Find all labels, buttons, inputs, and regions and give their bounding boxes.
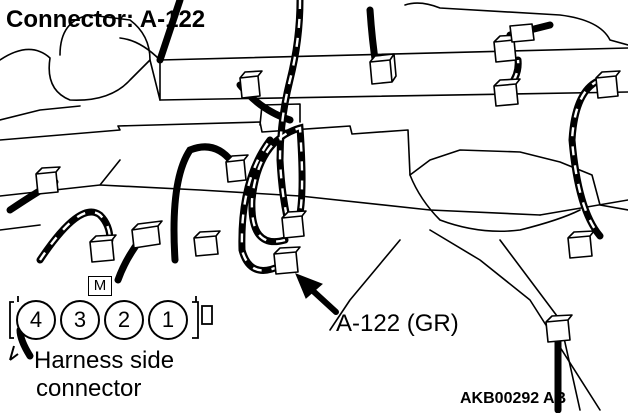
connector-block [281, 210, 307, 239]
connector-block [493, 78, 521, 107]
engine-left-housing [0, 37, 161, 101]
connector-block [35, 166, 61, 195]
connector-title: Connector: A-122 [6, 6, 206, 33]
engine-outline-upper [159, 91, 628, 101]
connector-pin-4: 4 [16, 300, 56, 340]
harness-side-label-line1: Harness side [34, 347, 175, 374]
connector-pin-3: 3 [60, 300, 100, 340]
connector-block [239, 70, 263, 99]
engine-top-cover [59, 14, 151, 61]
connector-block [369, 53, 397, 85]
connector-block [193, 230, 221, 257]
harness-wire-a122 [238, 136, 284, 274]
connector-block [509, 23, 535, 43]
engine-left-edge [0, 105, 81, 121]
intake-manifold [409, 174, 581, 233]
connector-block [131, 220, 163, 249]
connector-marker: M [88, 276, 112, 296]
connector-block-a122 [273, 246, 301, 275]
connector-callout-label: A-122 (GR) [336, 310, 459, 337]
callout-arrow [295, 273, 339, 315]
harness-side-label-line2: connector [36, 375, 142, 402]
figure-code: AKB00292 AB [460, 390, 567, 407]
connector-pin-1: 1 [148, 300, 188, 340]
connector-pin-2: 2 [104, 300, 144, 340]
lower-block-mid [99, 184, 541, 216]
connector-block [595, 70, 621, 99]
leader-line [9, 345, 19, 361]
harness-connector-face [9, 296, 213, 339]
bracket-tab [259, 103, 301, 126]
engine-right-cover [404, 2, 628, 46]
harness-wire-middle [170, 143, 236, 264]
harness-wire-right [568, 76, 604, 240]
lower-support-left [329, 239, 401, 331]
connector-block [567, 230, 595, 259]
connector-block [225, 154, 249, 183]
connector-block [545, 314, 573, 343]
lower-support-right [429, 229, 601, 411]
connector-block [89, 234, 117, 263]
